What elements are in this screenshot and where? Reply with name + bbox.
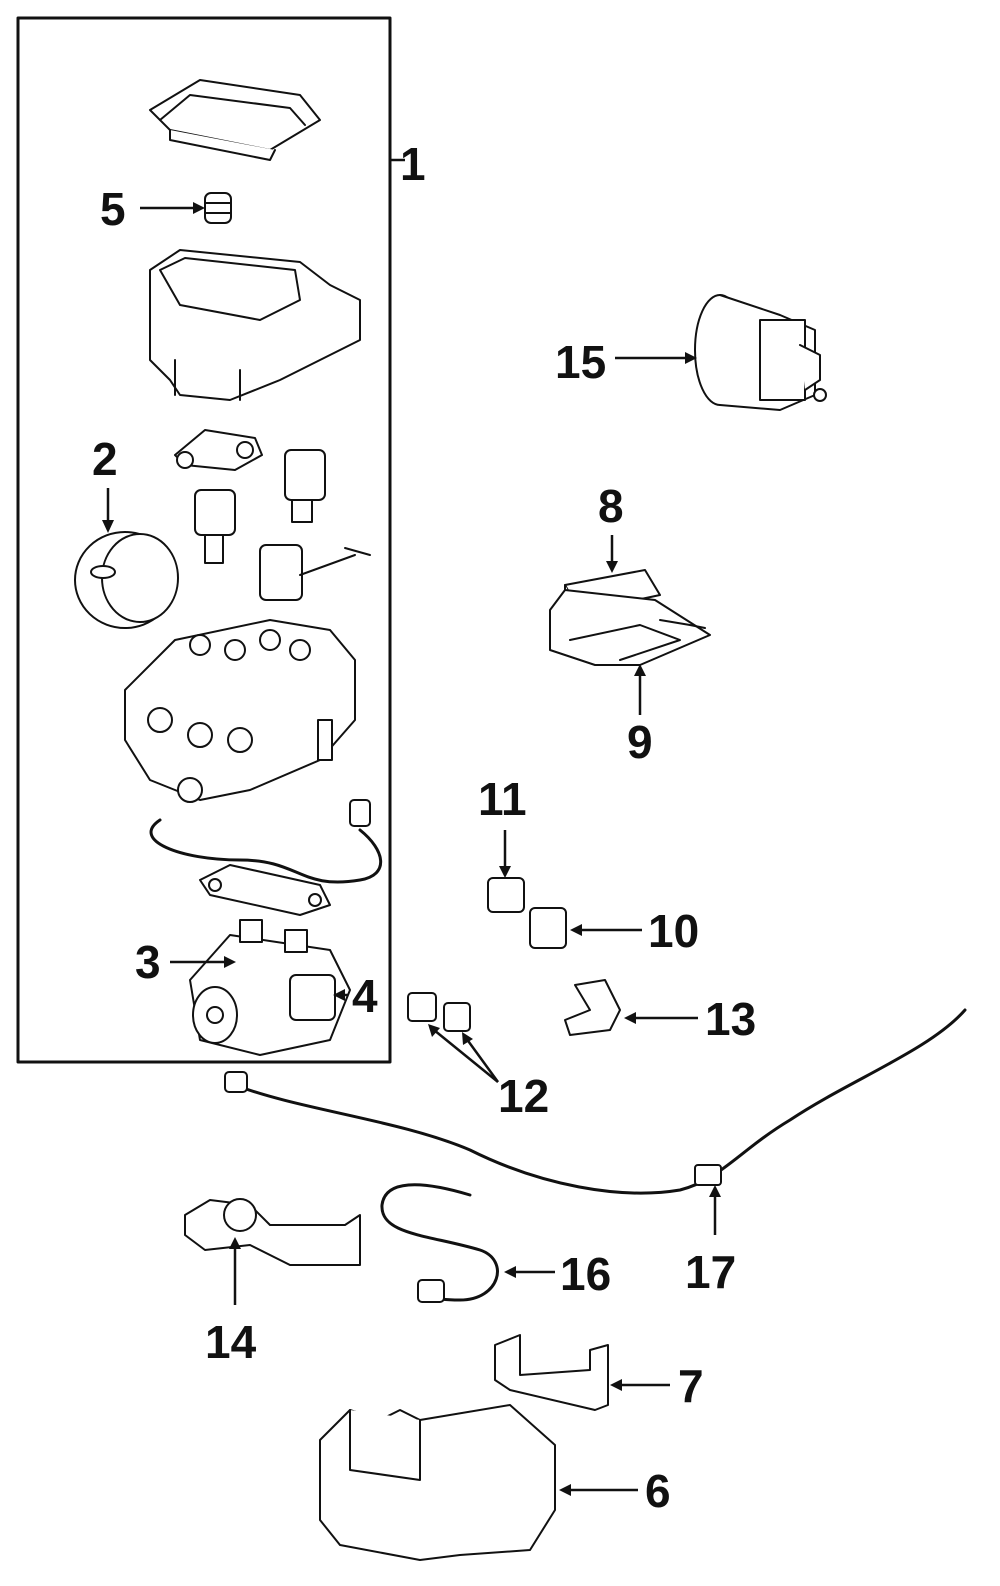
callout-3: 3 [135, 936, 161, 988]
sensor-10 [529, 907, 567, 949]
callout-11: 11 [478, 773, 527, 825]
connectors-12 [407, 992, 471, 1032]
module-bracket-9 [549, 589, 711, 666]
sensor-11 [487, 877, 525, 913]
callout-6: 6 [645, 1465, 671, 1517]
callout-1: 1 [400, 138, 426, 190]
assembly-1-outline [16, 16, 392, 1064]
callout-8: 8 [598, 480, 624, 532]
accumulator-2 [74, 531, 179, 629]
wire-harness-16 [380, 1183, 499, 1303]
cable-17 [224, 1008, 967, 1195]
callout-7: 7 [678, 1360, 704, 1412]
hydro-booster-15 [694, 294, 827, 411]
strap-7 [494, 1334, 609, 1411]
callout-12: 12 [498, 1070, 549, 1122]
clip-13 [564, 979, 621, 1036]
callout-2: 2 [92, 433, 118, 485]
mounting-tray-6 [319, 1404, 556, 1561]
harness-bracket-14 [184, 1198, 361, 1266]
mounting-bracket [199, 864, 331, 916]
sensor-wire [149, 799, 383, 884]
solenoid-valves [174, 429, 371, 601]
callout-5: 5 [100, 183, 126, 235]
fluid-reservoir [149, 249, 361, 401]
callout-4: 4 [352, 970, 378, 1022]
callout-9: 9 [627, 716, 653, 768]
leader-lines [102, 158, 721, 1496]
callout-16: 16 [560, 1248, 611, 1300]
callout-10: 10 [648, 905, 699, 957]
callout-15: 15 [555, 336, 606, 388]
callout-13: 13 [705, 993, 756, 1045]
reservoir-cap [149, 79, 321, 161]
callout-14: 14 [205, 1316, 257, 1368]
pump-relay-4 [289, 974, 336, 1021]
seal-plug-5 [204, 192, 232, 224]
callout-labels: 1 2 3 4 5 6 7 8 9 10 11 12 13 14 15 16 1… [92, 138, 756, 1517]
callout-17: 17 [685, 1246, 736, 1298]
hydraulic-modulator-block [124, 619, 356, 803]
